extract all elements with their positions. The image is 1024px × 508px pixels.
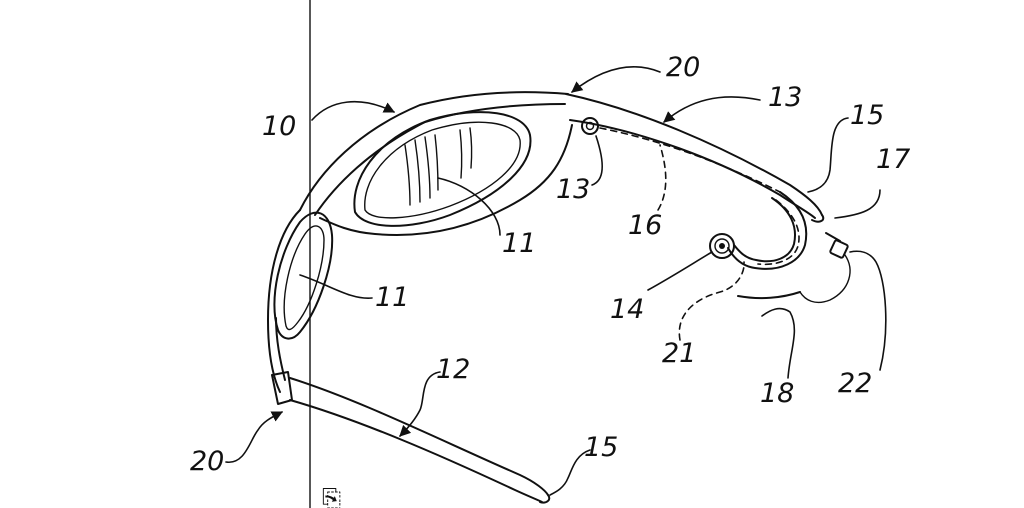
leader-lines: [225, 66, 887, 496]
ref-10: 10: [262, 111, 296, 142]
ref-20-top: 20: [666, 52, 700, 83]
ref-20-left: 20: [190, 446, 224, 477]
left-temple: [289, 377, 551, 504]
earpiece-icon: [709, 233, 735, 259]
right-temple: [565, 93, 825, 223]
audio-jack-icon: [829, 239, 849, 259]
ref-21: 21: [662, 338, 696, 369]
ref-13-temple: 13: [768, 82, 802, 113]
frame: [267, 91, 573, 405]
ref-17: 17: [876, 144, 910, 175]
corner-mark: ⎘: [322, 484, 341, 508]
ref-11-right: 11: [502, 228, 536, 259]
reference-numerals: 10 20 13 15 17 13 16 11 11 14 21 18 22 1…: [190, 52, 910, 477]
ref-16: 16: [628, 210, 662, 241]
ref-13-port: 13: [556, 174, 590, 205]
ref-11-left: 11: [375, 282, 409, 313]
lens-reflection-hatch: [404, 127, 473, 206]
ref-14: 14: [610, 294, 644, 325]
ref-15-left: 15: [584, 432, 618, 463]
ref-15-right: 15: [850, 100, 884, 131]
ref-18: 18: [760, 378, 794, 409]
ref-12: 12: [436, 354, 470, 385]
ref-22: 22: [838, 368, 872, 399]
speaker-port-icon: [581, 117, 599, 135]
ear-hook-assembly: [709, 191, 851, 304]
